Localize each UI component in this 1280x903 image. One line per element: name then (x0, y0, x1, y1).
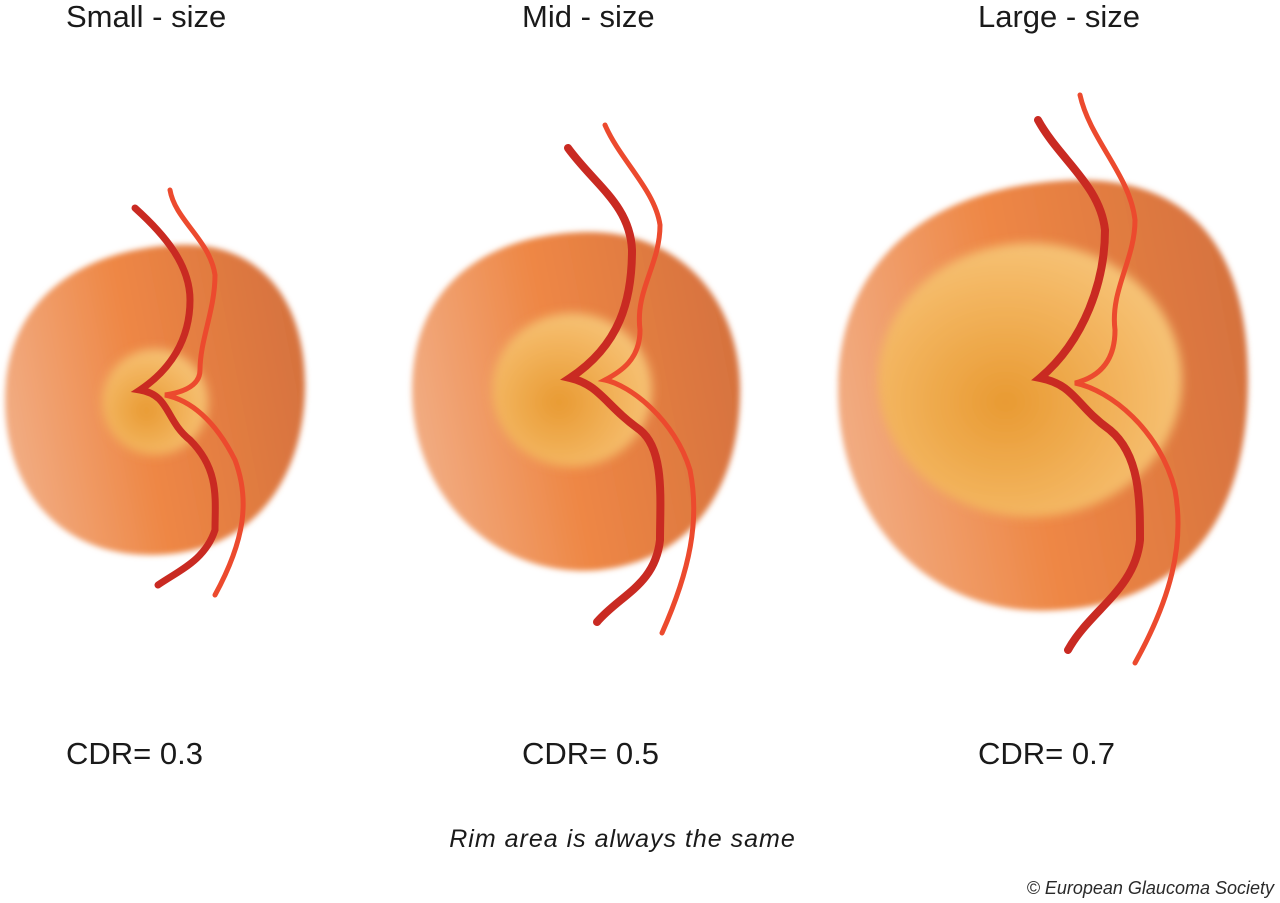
large-size-title: Large - size (978, 0, 1140, 34)
small-cdr-label: CDR= 0.3 (66, 736, 203, 771)
large-optic-disc (838, 92, 1248, 666)
mid-cdr-label: CDR= 0.5 (522, 736, 659, 771)
large-disc-cup (878, 243, 1182, 517)
mid-optic-disc (412, 122, 740, 636)
small-vessel-dark (130, 204, 219, 589)
small-vessel-light (164, 187, 246, 598)
mid-vessel-dark (560, 144, 665, 626)
large-vessel-dark (1031, 116, 1145, 654)
rim-area-caption: Rim area is always the same (449, 825, 796, 853)
small-size-title: Small - size (66, 0, 227, 34)
large-cdr-label: CDR= 0.7 (978, 736, 1115, 771)
large-vessel-light (1074, 92, 1181, 666)
mid-disc-cup (492, 313, 652, 467)
small-optic-disc (5, 187, 305, 598)
mid-size-title: Mid - size (522, 0, 655, 34)
mid-vessel-light (597, 122, 697, 636)
copyright-notice: © European Glaucoma Society (1026, 878, 1274, 898)
